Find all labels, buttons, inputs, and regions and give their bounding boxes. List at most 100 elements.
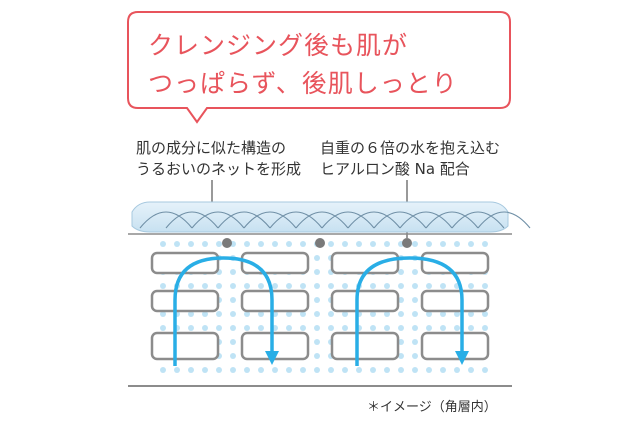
water-dot xyxy=(286,367,292,373)
water-dot xyxy=(272,241,278,247)
water-dot xyxy=(342,367,348,373)
water-dot xyxy=(440,241,446,247)
water-dot xyxy=(398,283,404,289)
hyaluronic-molecule xyxy=(402,238,412,248)
hyaluronic-label-line-2: ヒアルロン酸 Na 配合 xyxy=(320,160,470,178)
water-dot xyxy=(384,283,390,289)
water-dot xyxy=(454,311,460,317)
water-dot xyxy=(286,325,292,331)
water-dot xyxy=(300,283,306,289)
water-dot xyxy=(370,311,376,317)
water-dot xyxy=(398,325,404,331)
water-dot xyxy=(482,325,488,331)
water-dot xyxy=(188,311,194,317)
corneocyte-cell xyxy=(420,331,490,361)
water-dot xyxy=(482,283,488,289)
water-dot xyxy=(202,241,208,247)
water-dot xyxy=(244,367,250,373)
water-dot xyxy=(314,325,320,331)
water-dot xyxy=(342,283,348,289)
water-dot xyxy=(398,269,404,275)
water-dot xyxy=(398,339,404,345)
water-dot xyxy=(384,241,390,247)
footnote: ＊イメージ（角層内） xyxy=(367,400,497,415)
water-dot xyxy=(468,283,474,289)
moisture-arrows xyxy=(173,256,469,366)
water-dot xyxy=(482,367,488,373)
water-dot xyxy=(342,241,348,247)
water-dot xyxy=(398,353,404,359)
water-dot xyxy=(160,241,166,247)
water-dot xyxy=(328,311,334,317)
water-dot xyxy=(314,297,320,303)
net-arc xyxy=(399,211,453,229)
water-dot xyxy=(300,367,306,373)
water-dot xyxy=(230,325,236,331)
moisture-arrow xyxy=(355,256,469,366)
water-dot xyxy=(258,325,264,331)
water-dot xyxy=(426,283,432,289)
water-dot xyxy=(454,325,460,331)
corneocyte-cell xyxy=(330,289,400,313)
net-arc xyxy=(451,211,505,229)
corneocyte-cell xyxy=(240,331,310,361)
water-dot xyxy=(230,311,236,317)
net-arc xyxy=(243,211,297,229)
net-arc xyxy=(269,211,323,229)
water-dot xyxy=(412,339,418,345)
water-dot xyxy=(244,241,250,247)
water-dot xyxy=(314,255,320,261)
corneocyte-cell xyxy=(330,331,400,361)
water-dot xyxy=(230,269,236,275)
water-dot xyxy=(454,367,460,373)
water-dot xyxy=(216,283,222,289)
water-dot xyxy=(188,283,194,289)
water-dot xyxy=(160,283,166,289)
water-dot xyxy=(370,367,376,373)
net-arc xyxy=(477,211,531,229)
water-dot xyxy=(258,283,264,289)
water-dot xyxy=(426,367,432,373)
net-arc xyxy=(373,211,427,229)
net-label: 肌の成分に似た構造の うるおいのネットを形成 xyxy=(136,138,301,180)
water-dot xyxy=(230,353,236,359)
water-dot xyxy=(300,241,306,247)
corneocyte-cell xyxy=(150,331,220,361)
headline-line-1: クレンジング後も肌が xyxy=(148,31,409,60)
water-dot xyxy=(342,325,348,331)
headline-line-2: つっぱらず、後肌しっとり xyxy=(148,69,458,98)
water-dot xyxy=(398,311,404,317)
water-dot xyxy=(482,241,488,247)
water-dot xyxy=(160,311,166,317)
water-dot xyxy=(258,311,264,317)
water-dot xyxy=(468,367,474,373)
water-dot xyxy=(440,283,446,289)
corneocyte-cell xyxy=(330,251,400,275)
water-dot xyxy=(202,325,208,331)
water-dot xyxy=(412,325,418,331)
water-dot xyxy=(342,311,348,317)
water-dot xyxy=(426,311,432,317)
net-arc xyxy=(425,211,479,229)
water-dot xyxy=(314,353,320,359)
water-dot xyxy=(328,367,334,373)
water-dot xyxy=(328,283,334,289)
hyaluronic-molecule xyxy=(315,238,325,248)
water-dot xyxy=(356,367,362,373)
water-dot xyxy=(370,325,376,331)
hyaluronic-label: 自重の６倍の水を抱え込む ヒアルロン酸 Na 配合 xyxy=(320,138,500,180)
moisture-net-band xyxy=(131,201,509,233)
net-arc xyxy=(295,211,349,229)
water-dot xyxy=(216,241,222,247)
water-dot xyxy=(412,241,418,247)
net-arc xyxy=(217,211,271,229)
water-dot xyxy=(384,325,390,331)
water-dot xyxy=(188,325,194,331)
water-dot xyxy=(454,241,460,247)
moisture-arrow xyxy=(173,256,279,366)
water-dot xyxy=(412,283,418,289)
water-dot xyxy=(440,311,446,317)
water-dot xyxy=(216,325,222,331)
net-arc xyxy=(191,211,245,229)
